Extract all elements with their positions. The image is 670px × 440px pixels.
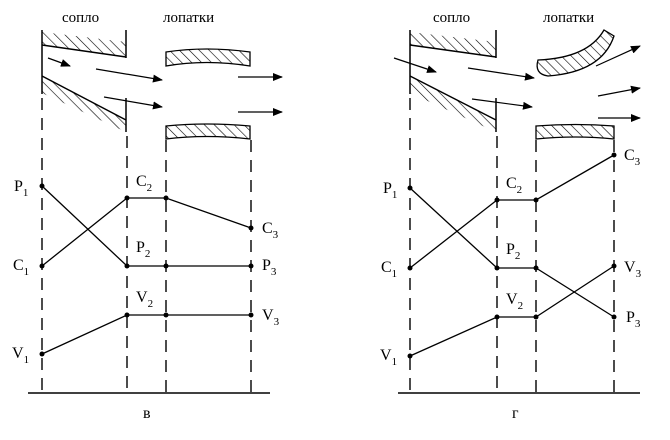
label-p1: P1 <box>14 178 28 199</box>
graph-lines <box>41 185 252 355</box>
panel-g: сопло лопатки <box>380 10 642 422</box>
label-p2: P2 <box>506 241 520 262</box>
label-c3: C3 <box>262 220 279 241</box>
graph-points <box>407 152 617 359</box>
label-c1: C1 <box>13 257 29 278</box>
label-v1: V1 <box>380 347 397 368</box>
pressure-line <box>41 185 251 267</box>
label-v2: V2 <box>136 289 153 310</box>
label-c1: C1 <box>381 259 397 280</box>
panel-caption: г <box>512 405 519 422</box>
station-lines <box>41 98 252 393</box>
graph-lines <box>409 154 615 357</box>
label-p2: P2 <box>136 239 150 260</box>
absolute-velocity-line <box>41 197 252 267</box>
label-p3: P3 <box>626 309 641 330</box>
label-v3: V3 <box>262 307 280 328</box>
label-c3: C3 <box>624 147 641 168</box>
label-v2: V2 <box>506 291 523 312</box>
absolute-velocity-line <box>409 154 615 269</box>
label-p3: P3 <box>262 257 277 278</box>
nozzle-header: сопло <box>62 10 99 26</box>
label-v1: V1 <box>12 345 29 366</box>
panel-caption: в <box>143 405 151 422</box>
blade-shapes <box>165 48 251 140</box>
label-v3: V3 <box>624 259 642 280</box>
blade-shapes <box>535 29 615 140</box>
flow-arrows <box>393 45 641 122</box>
label-c2: C2 <box>506 175 522 196</box>
nozzle-header: сопло <box>433 10 470 26</box>
nozzle-shape <box>409 30 497 132</box>
label-p1: P1 <box>383 180 397 201</box>
pressure-line <box>409 187 615 318</box>
graph-points <box>39 183 254 357</box>
relative-velocity-line <box>409 265 615 357</box>
blades-header: лопатки <box>543 10 594 26</box>
flow-arrows <box>47 57 283 116</box>
relative-velocity-line <box>41 314 251 355</box>
panel-v: сопло лопатки <box>12 10 283 422</box>
blades-header: лопатки <box>163 10 214 26</box>
label-c2: C2 <box>136 173 152 194</box>
nozzle-shape <box>41 30 127 132</box>
